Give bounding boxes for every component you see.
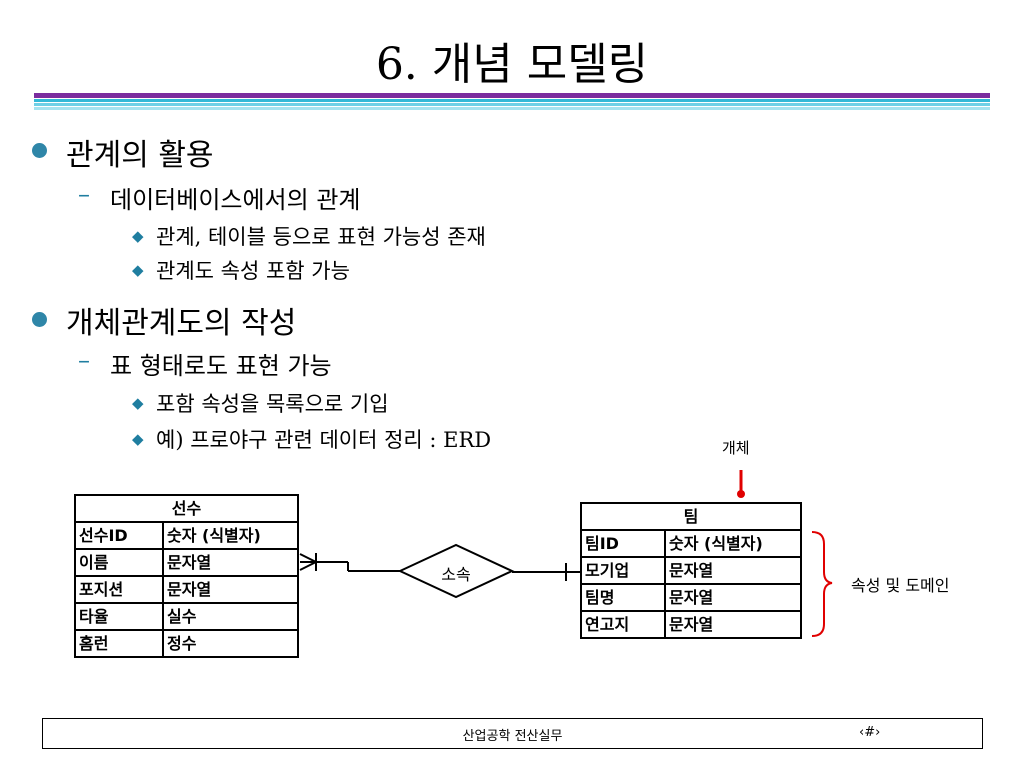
crows-foot-top [299,553,317,563]
attribute-name: 포지션 [74,575,164,604]
attribute-domain: 숫자 (식별자) [162,521,299,550]
entity-name: 선수 [74,494,299,523]
attribute-name: 홈런 [74,629,164,658]
bullet-dot-icon [32,312,47,327]
attribute-domain: 실수 [162,602,299,631]
item-2-2: 예) 프로야구 관련 데이터 정리 : ERD [156,428,492,452]
footer-page-number: ‹#› [859,725,881,740]
footer-box: 산업공학 전산실무 ‹#› [42,718,983,749]
attribute-name: 팀ID [580,529,666,558]
attribute-domain: 숫자 (식별자) [664,529,802,558]
attribute-name: 팀명 [580,583,666,612]
footer-course-title: 산업공학 전산실무 [462,729,563,744]
diamond-icon: ◆ [132,430,144,448]
table-row: 포지션 문자열 [74,575,299,604]
slide-title: 6. 개념 모델링 [375,39,649,90]
attribute-brace [811,531,833,637]
attribute-domain: 문자열 [162,575,299,604]
attribute-name: 선수ID [74,521,164,550]
attribute-label: 속성 및 도메인 [851,576,950,595]
table-row: 타율 실수 [74,602,299,631]
attribute-domain: 문자열 [162,548,299,577]
dash-icon: – [78,346,90,374]
attribute-domain: 정수 [162,629,299,658]
player-entity-table: 선수 선수ID 숫자 (식별자) 이름 문자열 포지션 문자열 타율 실수 홈런… [74,494,299,658]
attribute-name: 모기업 [580,556,666,585]
entity-label: 개체 [722,439,750,457]
diamond-icon: ◆ [132,227,144,245]
entity-marker-dot [737,490,745,498]
attribute-domain: 문자열 [664,583,802,612]
attribute-name: 타율 [74,602,164,631]
sub-bullet-1: 데이터베이스에서의 관계 [110,186,361,214]
diamond-icon: ◆ [132,394,144,412]
attribute-name: 이름 [74,548,164,577]
item-1-1: 관계, 테이블 등으로 표현 가능성 존재 [156,225,486,249]
bullet-dot-icon [32,143,47,158]
bullet-1: 관계의 활용 [66,138,214,173]
table-row: 모기업 문자열 [580,556,802,585]
bullet-2: 개체관계도의 작성 [66,306,297,341]
team-entity-table: 팀 팀ID 숫자 (식별자) 모기업 문자열 팀명 문자열 연고지 문자열 [580,502,802,639]
table-row: 선수ID 숫자 (식별자) [74,521,299,550]
sub-bullet-2: 표 형태로도 표현 가능 [110,352,332,380]
item-1-2: 관계도 속성 포함 가능 [156,259,350,283]
table-row: 팀명 문자열 [580,583,802,612]
crows-foot-bottom [299,561,317,571]
attribute-domain: 문자열 [664,610,802,639]
relationship-label: 소속 [441,565,471,584]
attribute-name: 연고지 [580,610,666,639]
item-2-1: 포함 속성을 목록으로 기입 [156,392,389,416]
table-row: 팀ID 숫자 (식별자) [580,529,802,558]
attribute-domain: 문자열 [664,556,802,585]
dash-icon: – [78,180,90,208]
diamond-icon: ◆ [132,261,144,279]
table-row: 홈런 정수 [74,629,299,658]
entity-name: 팀 [580,502,802,531]
table-row: 연고지 문자열 [580,610,802,639]
table-row: 이름 문자열 [74,548,299,577]
